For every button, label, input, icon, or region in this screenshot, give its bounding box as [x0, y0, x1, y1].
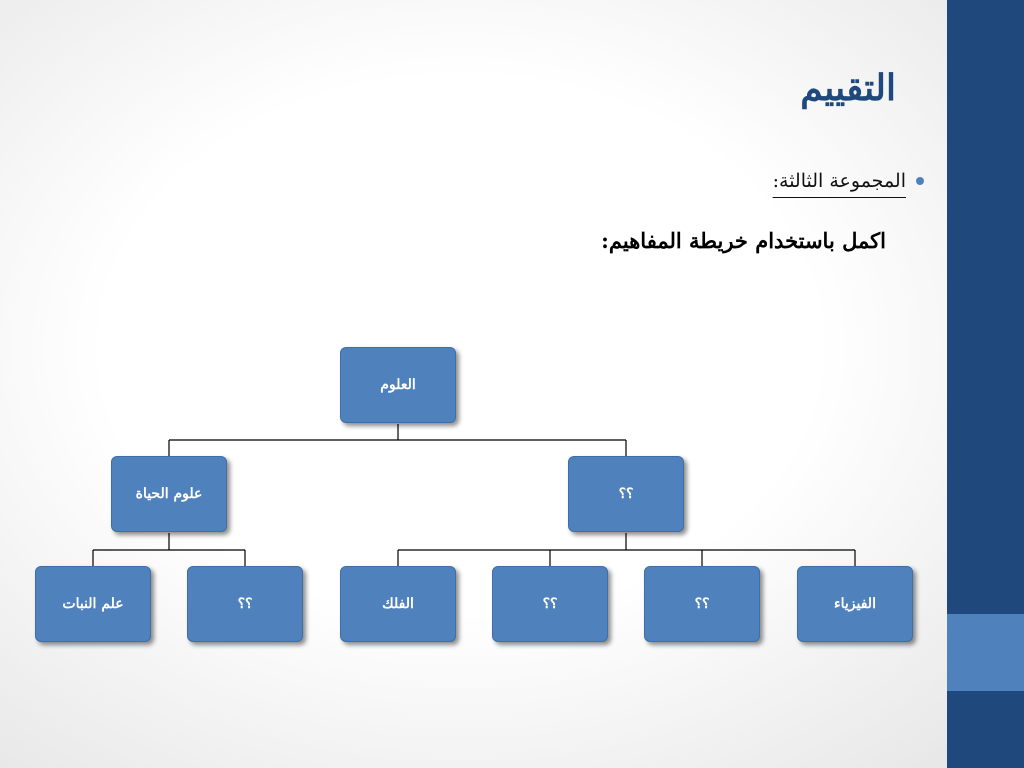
node-root: العلوم: [340, 347, 456, 423]
instruction-text: اكمل باستخدام خريطة المفاهيم:: [601, 228, 886, 253]
node-life-sciences: علوم الحياة: [111, 456, 227, 532]
node-leaf-botany: علم النبات: [35, 566, 151, 642]
node-leaf-physics: الفيزياء: [797, 566, 913, 642]
node-unknown-branch: ؟؟: [568, 456, 684, 532]
bullet-dot-icon: [916, 177, 924, 185]
bullet-item: المجموعة الثالثة:: [773, 170, 924, 192]
sidebar-accent-block: [947, 614, 1024, 691]
node-leaf-astronomy: الفلك: [340, 566, 456, 642]
node-leaf-unknown-3: ؟؟: [644, 566, 760, 642]
node-leaf-unknown-1: ؟؟: [187, 566, 303, 642]
slide-title: التقييم: [800, 67, 896, 109]
bullet-text: المجموعة الثالثة:: [772, 170, 906, 192]
node-leaf-unknown-2: ؟؟: [492, 566, 608, 642]
